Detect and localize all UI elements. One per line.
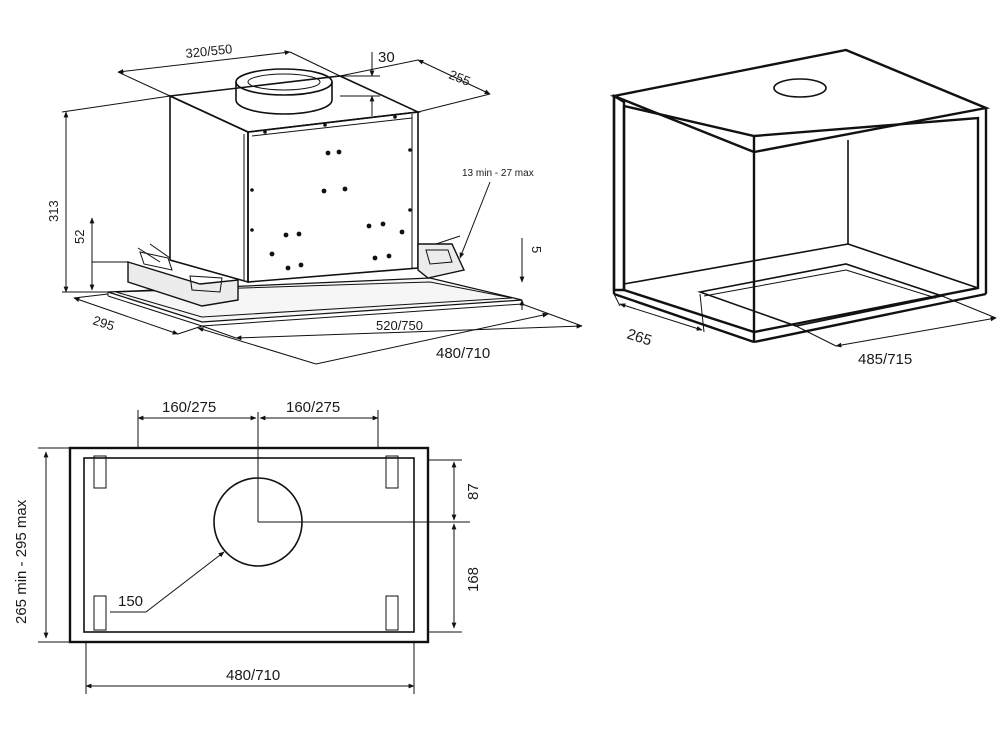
dim-height-total: 313 <box>46 95 171 293</box>
fixing-slot-bottom-right <box>385 595 399 631</box>
dim-step: 5 <box>519 238 544 310</box>
dim-top-offset-label: 30 <box>378 49 395 66</box>
fixing-slot-top-left <box>93 455 107 489</box>
dim-height-panel-label: 52 <box>72 230 87 244</box>
dim-cabinet-width: 485/715 <box>795 295 997 368</box>
cabinet-top <box>609 48 991 154</box>
dim-half-width-left-label: 160/275 <box>162 399 216 416</box>
dim-cabinet-width-label: 485/715 <box>858 351 912 368</box>
dim-width-body-label: 520/750 <box>376 318 423 333</box>
dim-offset-bottom-label: 168 <box>465 567 482 592</box>
dim-depth-range-label: 265 min - 295 max <box>13 499 30 624</box>
fixing-slot-bottom-left <box>93 595 107 631</box>
dim-depth-top-label: 255 <box>447 67 473 89</box>
dim-width-base: 480/710 <box>197 312 549 365</box>
hood-rivets <box>250 115 412 271</box>
dim-half-width-right: 160/275 <box>259 399 379 448</box>
dim-duct-diameter: 150 <box>110 551 225 613</box>
hood-right-bracket <box>417 235 465 279</box>
dim-half-width-right-label: 160/275 <box>286 399 340 416</box>
hood-isometric-view: 320/550 30 255 313 52 <box>46 41 583 365</box>
dim-step-label: 5 <box>529 246 544 253</box>
dim-height-total-label: 313 <box>46 200 61 222</box>
cutout-inner-frame <box>83 457 415 633</box>
cutout-plan-view: 160/275 160/275 265 min - 295 max 87 168 <box>13 399 482 694</box>
cabinet-cutout <box>696 263 946 327</box>
cutout-outer-frame <box>68 446 430 644</box>
hood-body <box>167 75 421 284</box>
dim-width-base-label: 480/710 <box>436 345 490 362</box>
dim-cutout-width-label: 480/710 <box>226 667 280 684</box>
dim-width-top-label: 320/550 <box>185 41 233 61</box>
dim-offset-bottom: 168 <box>428 523 482 633</box>
fixing-slot-top-right <box>385 455 399 489</box>
dim-height-panel: 52 <box>72 217 128 291</box>
cabinet-isometric-view: 265 485/715 <box>609 48 997 368</box>
dim-depth-base-label: 295 <box>91 313 116 334</box>
dim-cabinet-depth-label: 265 <box>625 326 654 350</box>
dim-width-top: 320/550 <box>117 41 341 97</box>
dim-width-body: 520/750 <box>201 303 583 341</box>
dim-offset-top: 87 <box>428 459 482 521</box>
dim-depth-range: 265 min - 295 max <box>13 447 70 643</box>
dim-top-offset: 30 <box>340 49 395 116</box>
dim-duct-diameter-label: 150 <box>118 593 143 610</box>
cabinet-duct-hole <box>773 78 827 98</box>
dim-offset-top-label: 87 <box>465 483 482 500</box>
dim-cutout-width: 480/710 <box>85 642 415 694</box>
duct-collar <box>235 68 333 115</box>
hood-left-bracket <box>127 243 239 307</box>
dim-cabinet-depth: 265 <box>613 293 705 350</box>
cabinet-left-post <box>612 93 626 292</box>
dim-half-width-left: 160/275 <box>137 399 257 448</box>
dim-adjust-range: 13 min - 27 max <box>459 168 534 259</box>
dim-adjust-range-label: 13 min - 27 max <box>462 168 534 179</box>
dim-depth-top: 255 <box>339 59 491 113</box>
